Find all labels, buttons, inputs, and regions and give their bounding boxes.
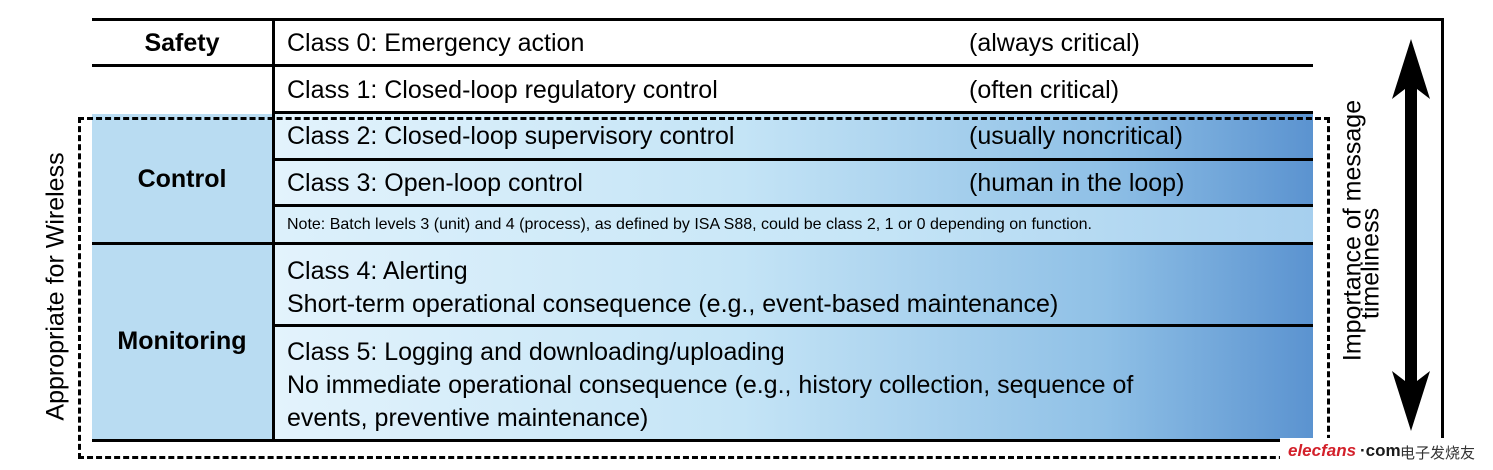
category-safety-label: Safety bbox=[144, 29, 220, 57]
class-row-1: Class 1: Closed-loop regulatory control … bbox=[275, 66, 1313, 114]
class-1-title: Class 1: Closed-loop regulatory control bbox=[287, 76, 718, 104]
double-arrow-icon bbox=[1392, 39, 1430, 431]
batch-note: Note: Batch levels 3 (unit) and 4 (proce… bbox=[287, 216, 1092, 233]
divider-safety bbox=[92, 64, 1313, 67]
category-monitoring: Monitoring bbox=[92, 244, 275, 439]
wireless-label-area bbox=[38, 117, 72, 459]
divider-class-3 bbox=[275, 204, 1313, 207]
category-monitoring-label: Monitoring bbox=[117, 327, 247, 355]
watermark-chinese: 电子发烧友 bbox=[1400, 445, 1476, 462]
class-5-title: Class 5: Logging and downloading/uploadi… bbox=[287, 338, 785, 366]
watermark: elecfans ·com 电子发烧友 bbox=[1280, 438, 1480, 466]
class-row-3: Class 3: Open-loop control (human in the… bbox=[275, 160, 1313, 206]
class-3-criticality: (human in the loop) bbox=[969, 169, 1185, 197]
timeliness-column: Importance of message timeliness bbox=[1313, 18, 1444, 442]
class-row-4: Class 4: Alerting Short-term operational… bbox=[275, 244, 1313, 326]
class-4-description: Short-term operational consequence (e.g.… bbox=[287, 290, 1059, 318]
timeliness-label-line2: timeliness bbox=[1356, 207, 1385, 320]
divider-control bbox=[92, 242, 1313, 245]
class-row-0: Class 0: Emergency action (always critic… bbox=[275, 21, 1313, 66]
class-4-title: Class 4: Alerting bbox=[287, 257, 468, 285]
class-0-criticality: (always critical) bbox=[969, 29, 1140, 57]
class-5-description-line2: events, preventive maintenance) bbox=[287, 404, 649, 432]
class-5-description-line1: No immediate operational consequence (e.… bbox=[287, 371, 1134, 399]
class-3-title: Class 3: Open-loop control bbox=[287, 169, 583, 197]
class-row-5: Class 5: Logging and downloading/uploadi… bbox=[275, 326, 1313, 439]
category-control: Control bbox=[92, 114, 275, 244]
class-row-2: Class 2: Closed-loop supervisory control… bbox=[275, 114, 1313, 160]
divider-class-2 bbox=[275, 158, 1313, 161]
watermark-domain: ·com bbox=[1360, 441, 1401, 460]
class-0-title: Class 0: Emergency action bbox=[287, 29, 585, 57]
category-control-label: Control bbox=[137, 164, 227, 193]
note-row: Note: Batch levels 3 (unit) and 4 (proce… bbox=[275, 206, 1313, 244]
category-empty-cell bbox=[92, 66, 275, 114]
category-safety: Safety bbox=[92, 21, 275, 66]
class-2-criticality: (usually noncritical) bbox=[969, 122, 1183, 150]
class-1-criticality: (often critical) bbox=[969, 76, 1120, 104]
divider-class-4 bbox=[275, 324, 1313, 327]
wireless-label: Appropriate for Wireless bbox=[41, 152, 70, 421]
class-2-title: Class 2: Closed-loop supervisory control bbox=[287, 122, 735, 150]
watermark-brand: elecfans bbox=[1288, 441, 1357, 460]
divider-class-1 bbox=[275, 111, 1313, 114]
